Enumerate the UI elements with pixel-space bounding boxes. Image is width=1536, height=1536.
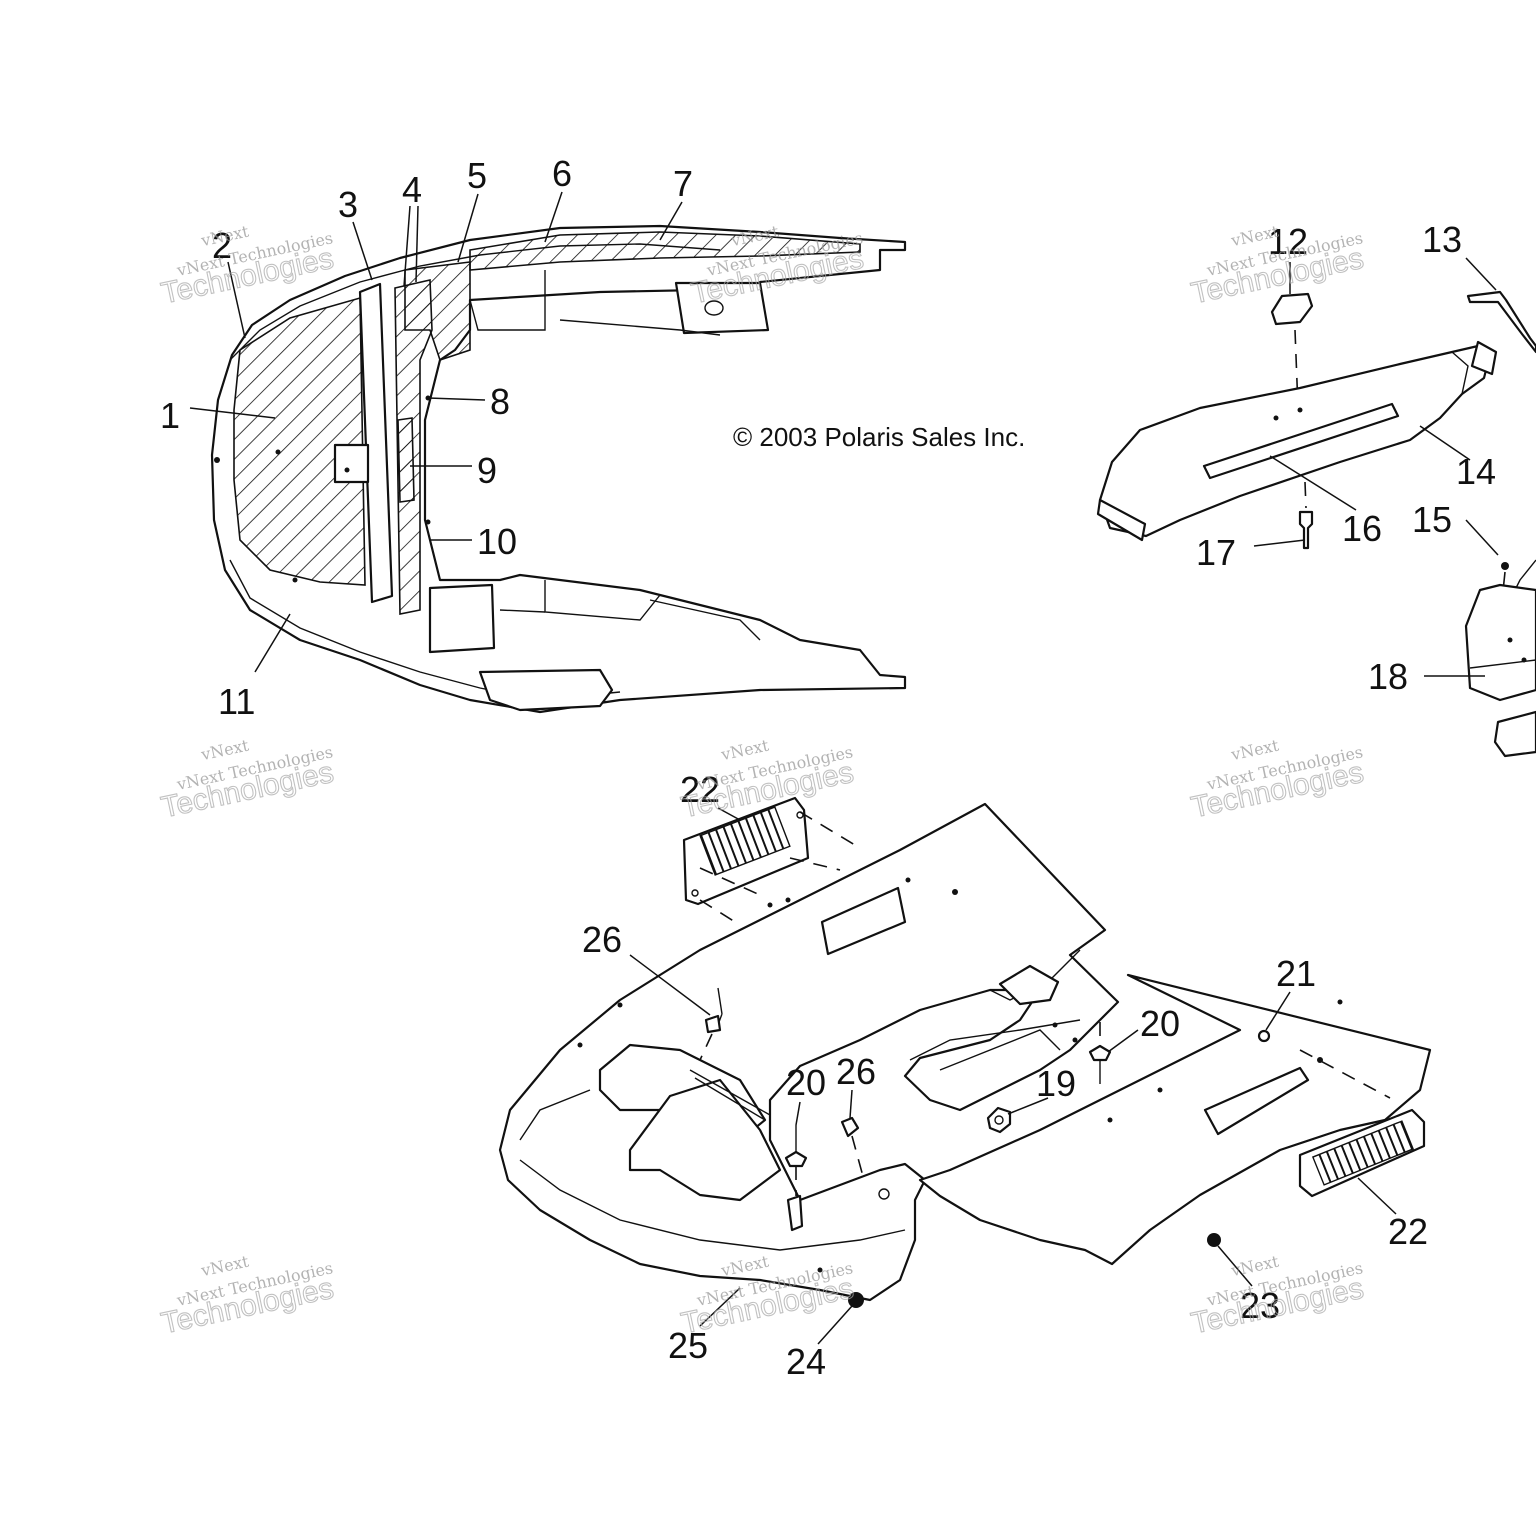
hood-outer-callouts: 22 26 20 26 20 19 21 22 23 24 25 xyxy=(582,769,1428,1382)
lower-box xyxy=(428,583,496,654)
callout-26-center: 26 xyxy=(836,1051,876,1092)
center-bracket xyxy=(998,964,1060,1006)
callout-12: 12 xyxy=(1268,221,1308,262)
hood-right-wing xyxy=(918,973,1432,1266)
callout-17: 17 xyxy=(1196,532,1236,573)
side-strip-9 xyxy=(397,417,415,503)
callout-4: 4 xyxy=(402,169,422,210)
rod-13 xyxy=(1466,290,1536,354)
bracket-18 xyxy=(1464,583,1536,702)
watermark-7: vNext vNext Technologies Technologies xyxy=(158,1251,337,1341)
lower-bumper xyxy=(478,668,614,712)
watermark-6: vNext vNext Technologies Technologies xyxy=(1188,735,1367,825)
hood-front-panel xyxy=(233,296,366,586)
fastener-20-right xyxy=(1088,1044,1112,1062)
callout-2: 2 xyxy=(212,225,232,266)
plug-24 xyxy=(848,1292,864,1308)
callout-8: 8 xyxy=(490,381,510,422)
hood-assembly xyxy=(210,224,907,714)
post-20-lower xyxy=(786,1194,804,1232)
callout-21: 21 xyxy=(1276,953,1316,994)
callout-11: 11 xyxy=(218,681,255,722)
latch-19 xyxy=(986,1106,1012,1134)
clip-26-center xyxy=(840,1116,860,1138)
clip-26-left xyxy=(704,1014,722,1034)
right-vent-cutout xyxy=(1203,1066,1310,1136)
callout-10: 10 xyxy=(477,521,517,562)
rail-end-tab xyxy=(1470,340,1498,376)
callout-14: 14 xyxy=(1456,451,1496,492)
grommet-21 xyxy=(1257,1029,1271,1043)
hood-outer-assembly xyxy=(498,796,1432,1308)
callout-19: 19 xyxy=(1036,1063,1076,1104)
top-strip-6 xyxy=(469,231,861,271)
callout-24: 24 xyxy=(786,1341,826,1382)
fastener-17 xyxy=(1298,510,1314,550)
copyright-text: © 2003 Polaris Sales Inc. xyxy=(733,422,1025,452)
decal-16 xyxy=(1202,402,1400,480)
callout-5: 5 xyxy=(467,155,487,196)
bracket-lower xyxy=(1493,710,1536,758)
hood-bracket xyxy=(333,443,370,484)
hood-callouts: 1 2 3 4 5 6 7 8 9 10 11 xyxy=(160,153,693,722)
plug-23 xyxy=(1207,1233,1221,1247)
callout-3: 3 xyxy=(338,184,358,225)
callout-23: 23 xyxy=(1240,1285,1280,1326)
side-panel-callouts: 12 13 14 15 16 17 18 xyxy=(1196,219,1499,697)
callout-22-left: 22 xyxy=(680,769,720,810)
clip-12 xyxy=(1270,292,1314,326)
callout-16: 16 xyxy=(1342,508,1382,549)
rail-hinge xyxy=(1096,498,1147,542)
callout-26-left: 26 xyxy=(582,919,622,960)
callout-15: 15 xyxy=(1412,499,1452,540)
callout-6: 6 xyxy=(552,153,572,194)
callout-9: 9 xyxy=(477,450,497,491)
fastener-20-left xyxy=(784,1150,808,1168)
callout-18: 18 xyxy=(1368,656,1408,697)
side-panel-assembly xyxy=(1096,290,1536,758)
callout-20-right: 20 xyxy=(1140,1003,1180,1044)
upper-mount xyxy=(674,281,770,335)
callout-25: 25 xyxy=(668,1325,708,1366)
callout-7: 7 xyxy=(673,163,693,204)
callout-13: 13 xyxy=(1422,219,1462,260)
callout-22-right: 22 xyxy=(1388,1211,1428,1252)
left-vent-cutout xyxy=(820,886,907,956)
hood-rib xyxy=(358,282,394,604)
watermark-4: vNext vNext Technologies Technologies xyxy=(158,735,337,825)
headlight-bracket xyxy=(628,1078,782,1202)
callout-20-left: 20 xyxy=(786,1062,826,1103)
callout-1: 1 xyxy=(160,395,180,436)
hood-outer-body xyxy=(498,802,1120,1302)
